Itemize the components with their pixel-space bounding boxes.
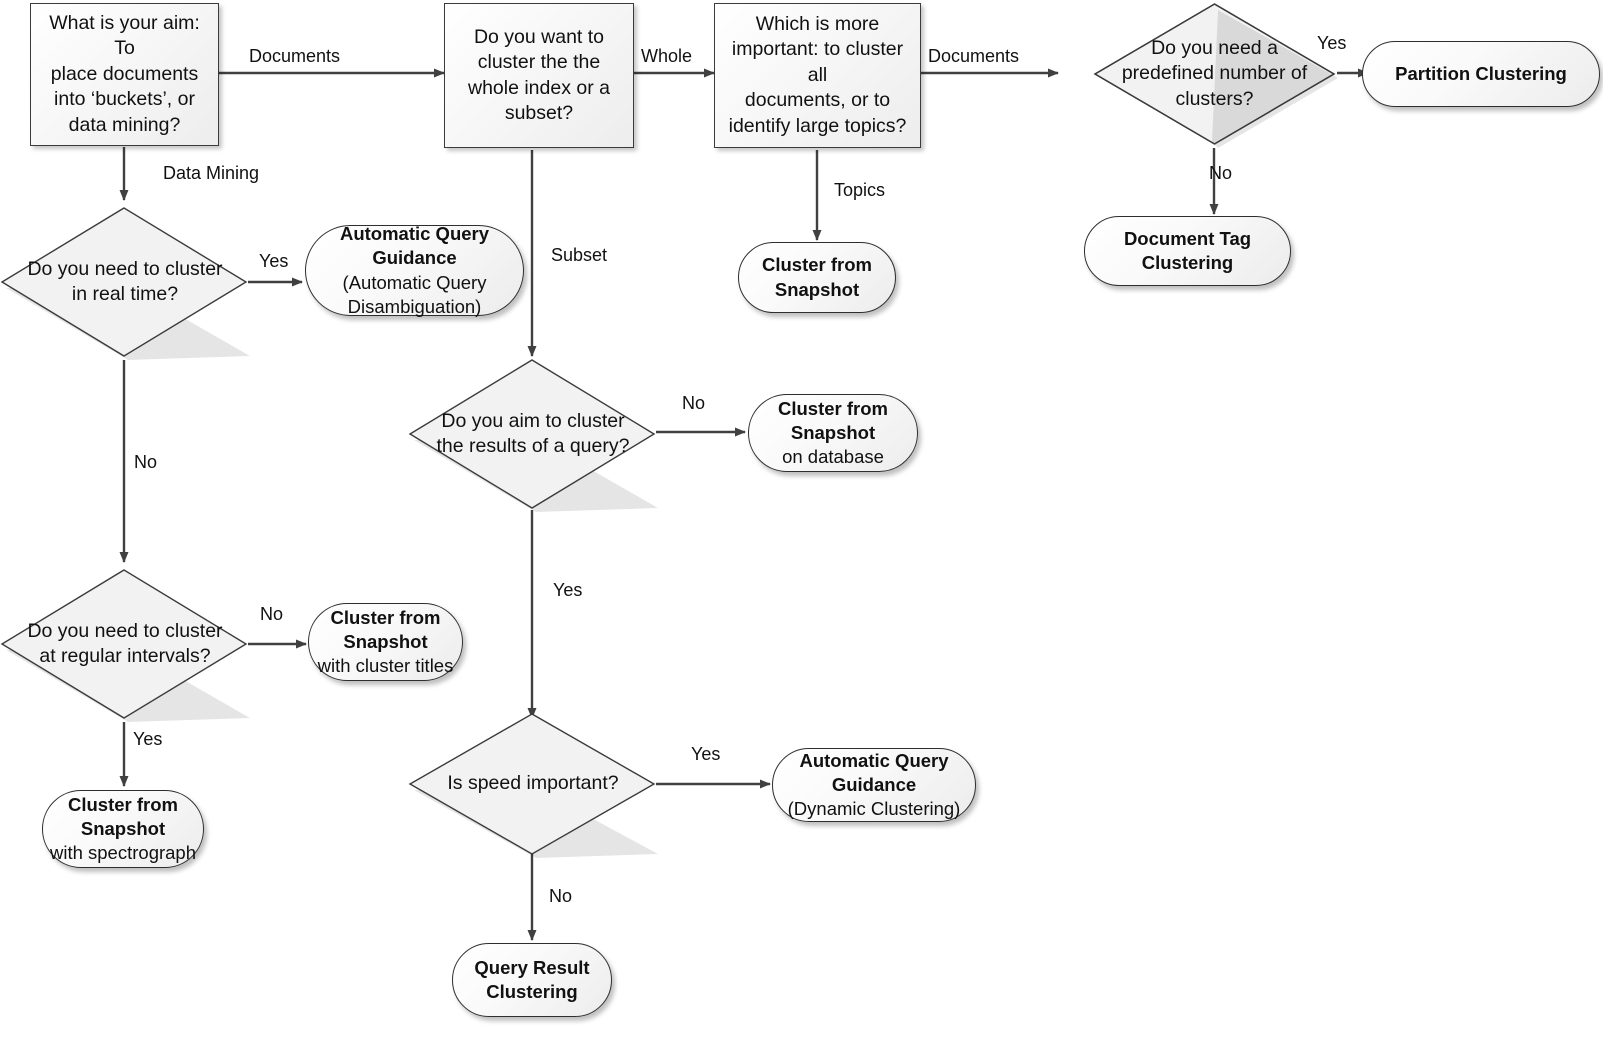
node-real-time-line-1: Do you need to cluster xyxy=(27,257,223,280)
diamond-shape xyxy=(408,713,658,858)
node-query-result-clustering-line-2: Clustering xyxy=(486,981,578,1002)
edge-label-yes-speed: Yes xyxy=(691,744,721,764)
node-aim-line-1: What is your aim: To xyxy=(49,12,200,60)
node-whole-or-subset-line-4: subset? xyxy=(504,101,574,124)
node-results-of-query-line-2: the results of a query? xyxy=(436,435,630,457)
edge-label-topics: Topics xyxy=(834,180,886,200)
edge-label-documents-2: Documents xyxy=(928,46,1020,66)
edge-label-data-mining: Data Mining xyxy=(163,163,260,183)
node-predefined-clusters-line-2: predefined number of xyxy=(1121,62,1308,85)
node-aim[interactable]: What is your aim: To place documents int… xyxy=(30,3,219,146)
edge-label-yes-query: Yes xyxy=(553,580,583,600)
node-cluster-snapshot-on-database-line-2: Snapshot xyxy=(790,421,876,443)
node-cluster-snapshot-with-cluster-titles-line-2: Snapshot xyxy=(343,630,428,652)
node-cluster-snapshot-topics[interactable]: Cluster from Snapshot xyxy=(738,242,896,313)
node-document-tag-clustering-line-1: Document Tag xyxy=(1123,227,1252,249)
node-whole-or-subset-line-2: cluster the the xyxy=(477,51,601,74)
edge-label-no-query: No xyxy=(682,393,706,413)
node-regular-intervals-line-2: at regular intervals? xyxy=(39,645,211,667)
node-cluster-snapshot-with-spectrograph-line-1: Cluster from xyxy=(68,793,178,815)
node-aqg-dynamic-clustering-line-2: Guidance xyxy=(831,773,917,795)
node-partition-clustering-line-1: Partition Clustering xyxy=(1395,62,1567,84)
node-document-tag-clustering[interactable]: Document Tag Clustering xyxy=(1084,216,1291,286)
edge-label-no-speed: No xyxy=(549,886,573,906)
node-cluster-snapshot-on-database-line-3: on database xyxy=(782,446,884,468)
diamond-shape xyxy=(408,359,658,512)
node-cluster-snapshot-with-spectrograph[interactable]: Cluster from Snapshot with spectrograph xyxy=(42,790,204,868)
edge-label-no-intervals: No xyxy=(260,604,284,624)
edge-label-whole: Whole xyxy=(641,46,693,66)
node-aqg-disambiguation-line-2: Guidance xyxy=(372,247,457,269)
node-regular-intervals-line-1: Do you need to cluster xyxy=(27,619,223,642)
diamond-shape xyxy=(0,207,250,360)
edge-label-yes-intervals: Yes xyxy=(133,729,163,749)
edge-label-subset: Subset xyxy=(551,245,608,265)
node-results-of-query[interactable]: Do you aim to cluster the results of a q… xyxy=(408,356,658,512)
node-aqg-disambiguation-line-1: Automatic Query xyxy=(339,223,490,245)
node-more-important[interactable]: Which is more important: to cluster all … xyxy=(714,3,921,148)
node-real-time[interactable]: Do you need to cluster in real time? xyxy=(0,204,250,360)
node-more-important-line-2: important: to cluster all xyxy=(731,38,904,86)
node-aqg-disambiguation-line-4: Disambiguation) xyxy=(347,295,482,317)
node-query-result-clustering[interactable]: Query Result Clustering xyxy=(452,943,612,1017)
node-aim-line-2: place documents xyxy=(50,62,199,85)
edge-label-documents-1: Documents xyxy=(249,46,341,66)
node-predefined-clusters-line-3: clusters? xyxy=(1175,87,1254,110)
node-cluster-snapshot-topics-line-2: Snapshot xyxy=(774,278,860,300)
diamond-shape xyxy=(1093,3,1337,148)
node-document-tag-clustering-line-2: Clustering xyxy=(1141,252,1234,273)
node-cluster-snapshot-with-spectrograph-line-2: Snapshot xyxy=(80,817,166,839)
node-aqg-dynamic-clustering[interactable]: Automatic Query Guidance (Dynamic Cluste… xyxy=(772,748,976,822)
node-whole-or-subset-line-3: whole index or a xyxy=(467,76,610,99)
node-more-important-line-3: documents, or to xyxy=(744,89,891,112)
diamond-shape xyxy=(0,569,250,722)
edge-label-no-predefined: No xyxy=(1209,163,1233,183)
node-aim-line-4: data mining? xyxy=(68,113,181,136)
edge-label-no-realtime: No xyxy=(134,452,158,472)
node-aqg-dynamic-clustering-line-3: (Dynamic Clustering) xyxy=(787,798,961,820)
node-query-result-clustering-line-1: Query Result xyxy=(474,956,590,978)
node-more-important-line-4: identify large topics? xyxy=(728,114,907,137)
node-cluster-snapshot-with-cluster-titles-line-1: Cluster from xyxy=(330,606,441,628)
node-speed-important[interactable]: Is speed important? xyxy=(408,710,658,858)
node-partition-clustering[interactable]: Partition Clustering xyxy=(1362,41,1600,107)
node-cluster-snapshot-with-cluster-titles[interactable]: Cluster from Snapshot with cluster title… xyxy=(308,603,463,681)
node-cluster-snapshot-with-cluster-titles-line-3: with cluster titles xyxy=(317,655,454,677)
node-whole-or-subset-line-1: Do you want to xyxy=(473,25,605,48)
node-cluster-snapshot-on-database[interactable]: Cluster from Snapshot on database xyxy=(748,394,918,472)
node-more-important-line-1: Which is more xyxy=(755,13,880,36)
edge-label-yes-realtime: Yes xyxy=(259,251,289,271)
node-cluster-snapshot-topics-line-1: Cluster from xyxy=(762,254,872,276)
node-cluster-snapshot-with-spectrograph-line-3: with spectrograph xyxy=(49,842,197,864)
node-speed-important-line-1: Is speed important? xyxy=(447,772,619,795)
node-aqg-dynamic-clustering-line-1: Automatic Query xyxy=(799,749,949,771)
node-aqg-disambiguation[interactable]: Automatic Query Guidance (Automatic Quer… xyxy=(305,223,524,317)
node-aim-line-3: into ‘buckets’, or xyxy=(54,88,195,111)
node-predefined-clusters[interactable]: Do you need a predefined number of clust… xyxy=(1092,0,1337,148)
node-real-time-line-2: in real time? xyxy=(71,283,179,305)
node-predefined-clusters-line-1: Do you need a xyxy=(1151,36,1278,59)
node-results-of-query-line-1: Do you aim to cluster xyxy=(441,409,625,432)
node-cluster-snapshot-on-database-line-1: Cluster from xyxy=(778,397,888,419)
node-regular-intervals[interactable]: Do you need to cluster at regular interv… xyxy=(0,566,250,722)
node-aqg-disambiguation-line-3: (Automatic Query xyxy=(342,271,487,293)
node-whole-or-subset[interactable]: Do you want to cluster the the whole ind… xyxy=(444,3,634,148)
edge-label-yes-predefined: Yes xyxy=(1317,33,1347,53)
